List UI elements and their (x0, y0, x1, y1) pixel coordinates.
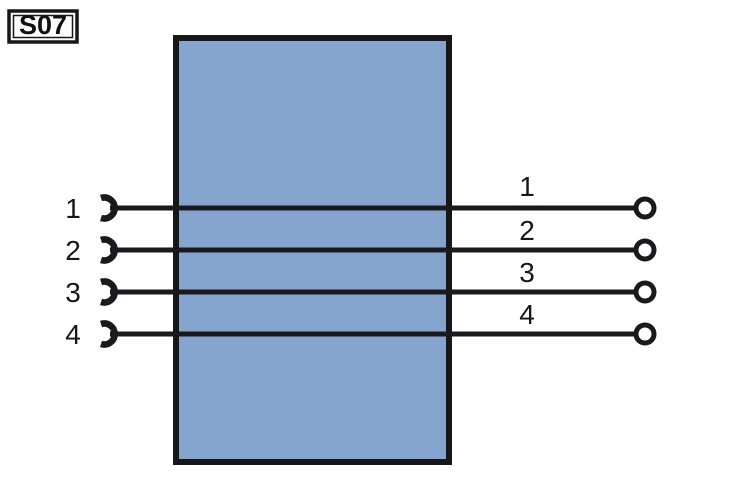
left-pin-label-2: 2 (65, 235, 81, 266)
wire-group (110, 205, 645, 337)
component-tag: S07 (7, 9, 79, 44)
terminal-circle-icon-1 (633, 196, 657, 220)
right-pin-label-4: 4 (519, 299, 535, 330)
terminal-circle-icon-2 (633, 238, 657, 262)
right-pin-label-1: 1 (519, 171, 535, 202)
right-pin-label-2: 2 (519, 215, 535, 246)
left-pin-label-3: 3 (65, 277, 81, 308)
right-label-group: 1 2 3 4 (519, 171, 535, 330)
socket-icon-3 (100, 278, 118, 306)
terminal-circle-icon-3 (633, 280, 657, 304)
right-terminal-group (633, 196, 657, 346)
left-label-group: 1 2 3 4 (65, 193, 81, 350)
left-pin-label-4: 4 (65, 319, 81, 350)
socket-icon-4 (100, 320, 118, 348)
terminal-circle-icon-4 (633, 322, 657, 346)
socket-icon-2 (100, 236, 118, 264)
component-tag-label: S07 (19, 10, 67, 40)
socket-icon-1 (100, 194, 118, 222)
left-pin-label-1: 1 (65, 193, 81, 224)
right-pin-label-3: 3 (519, 257, 535, 288)
component-tag-box-inner (12, 14, 74, 39)
left-terminal-group (100, 194, 118, 348)
